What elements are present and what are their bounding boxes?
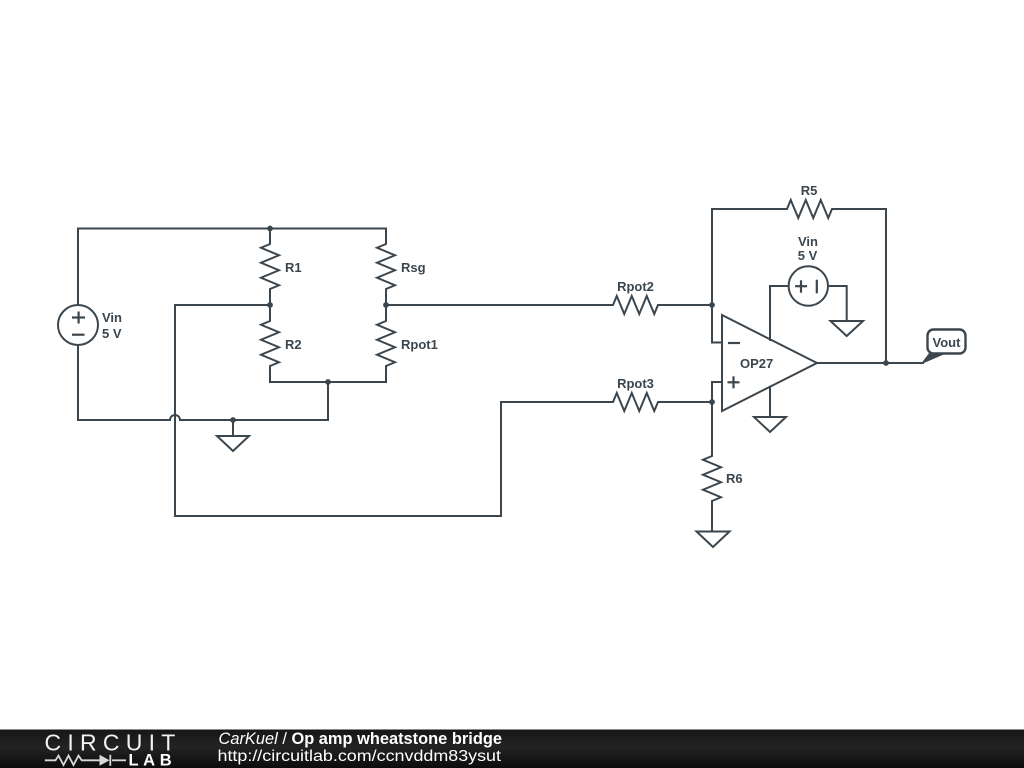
svg-text:Vin: Vin bbox=[798, 234, 818, 249]
svg-text:Rpot2: Rpot2 bbox=[617, 279, 654, 294]
svg-text:Vout: Vout bbox=[933, 335, 962, 350]
svg-text:OP27: OP27 bbox=[740, 356, 773, 371]
svg-text:Rpot3: Rpot3 bbox=[617, 376, 654, 391]
svg-text:R6: R6 bbox=[726, 471, 743, 486]
svg-text:R1: R1 bbox=[285, 260, 302, 275]
svg-text:http://circuitlab.com/ccnvddm8: http://circuitlab.com/ccnvddm83ysut bbox=[218, 748, 502, 765]
svg-text:LAB: LAB bbox=[129, 752, 177, 768]
svg-text:Vin: Vin bbox=[102, 310, 122, 325]
svg-text:CarKuel / Op amp wheatstone br: CarKuel / Op amp wheatstone bridge bbox=[219, 730, 503, 748]
svg-text:Rpot1: Rpot1 bbox=[401, 337, 438, 352]
svg-text:Rsg: Rsg bbox=[401, 260, 426, 275]
svg-text:R5: R5 bbox=[801, 183, 818, 198]
svg-text:R2: R2 bbox=[285, 337, 302, 352]
svg-text:5 V: 5 V bbox=[798, 248, 818, 263]
svg-text:5 V: 5 V bbox=[102, 326, 122, 341]
